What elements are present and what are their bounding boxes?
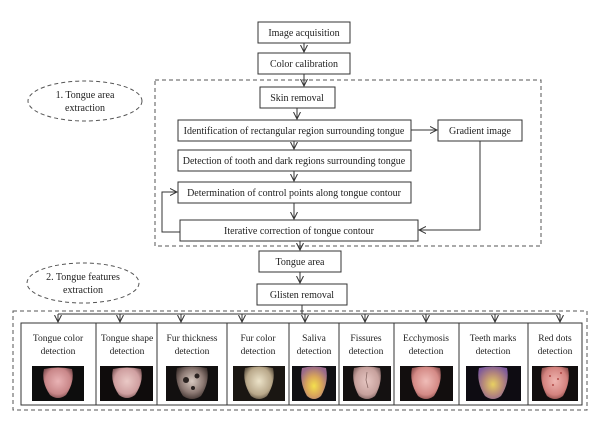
svg-text:Fissures: Fissures bbox=[350, 334, 381, 344]
svg-text:detection: detection bbox=[41, 347, 76, 357]
svg-text:Determination of control point: Determination of control points along to… bbox=[187, 188, 402, 199]
stage2-line2: extraction bbox=[63, 285, 103, 296]
svg-text:Skin removal: Skin removal bbox=[270, 93, 324, 104]
svg-text:Identification of rectangular: Identification of rectangular region sur… bbox=[184, 126, 405, 137]
svg-text:Tongue shape: Tongue shape bbox=[101, 334, 153, 344]
feature-saliva: Saliva detection bbox=[288, 322, 340, 406]
svg-text:Tongue color: Tongue color bbox=[33, 334, 84, 344]
svg-text:detection: detection bbox=[297, 347, 332, 357]
tongue-photo-saliva-icon bbox=[292, 366, 336, 401]
image-acquisition-box: Image acquisition bbox=[257, 21, 351, 44]
tongue-photo-thick-fur-icon bbox=[166, 366, 218, 401]
stage2-line1: 2. Tongue features bbox=[46, 272, 120, 283]
feature-tongue-color: Tongue color detection bbox=[20, 322, 97, 406]
svg-text:Fur thickness: Fur thickness bbox=[167, 334, 218, 344]
svg-text:detection: detection bbox=[409, 347, 444, 357]
iterative-correction-box: Iterative correction of tongue contour bbox=[179, 219, 419, 242]
tongue-photo-fur-color-icon bbox=[233, 366, 285, 401]
svg-text:Fur color: Fur color bbox=[240, 334, 276, 344]
control-points-box: Determination of control points along to… bbox=[177, 181, 412, 204]
svg-text:detection: detection bbox=[538, 347, 573, 357]
svg-text:Iterative correction of tongue: Iterative correction of tongue contour bbox=[224, 226, 375, 237]
svg-text:Tongue area: Tongue area bbox=[276, 257, 326, 268]
svg-text:Gradient image: Gradient image bbox=[449, 126, 511, 137]
stage1-label: 1. Tongue area extraction bbox=[27, 80, 143, 122]
stage1-line1: 1. Tongue area bbox=[56, 90, 115, 101]
svg-text:detection: detection bbox=[349, 347, 384, 357]
gradient-image-box: Gradient image bbox=[437, 119, 523, 142]
tongue-photo-teeth-marks-icon bbox=[466, 366, 521, 401]
svg-text:detection: detection bbox=[110, 347, 145, 357]
connectors bbox=[58, 43, 560, 322]
stage1-line2: extraction bbox=[65, 103, 105, 114]
svg-text:detection: detection bbox=[476, 347, 511, 357]
svg-text:detection: detection bbox=[241, 347, 276, 357]
feature-tongue-shape: Tongue shape detection bbox=[95, 322, 158, 406]
tongue-photo-red-dots-icon bbox=[532, 366, 578, 401]
feature-fur-color: Fur color detection bbox=[226, 322, 290, 406]
feature-fur-thickness: Fur thickness detection bbox=[156, 322, 228, 406]
svg-text:Teeth marks: Teeth marks bbox=[470, 334, 517, 344]
glisten-removal-box: Glisten removal bbox=[256, 283, 348, 306]
tongue-photo-pale-icon bbox=[100, 366, 153, 401]
svg-text:Saliva: Saliva bbox=[302, 334, 327, 344]
tongue-features-extraction-region bbox=[12, 310, 588, 411]
svg-text:Image acquisition: Image acquisition bbox=[268, 28, 339, 39]
color-calibration-box: Color calibration bbox=[257, 52, 351, 75]
skin-removal-box: Skin removal bbox=[259, 86, 336, 109]
svg-text:Color calibration: Color calibration bbox=[270, 59, 338, 70]
feature-red-dots: Red dots detection bbox=[527, 322, 583, 406]
tongue-photo-fissures-icon bbox=[343, 366, 391, 401]
svg-text:Ecchymosis: Ecchymosis bbox=[403, 334, 449, 344]
feature-fissures: Fissures detection bbox=[338, 322, 395, 406]
svg-text:Detection of tooth and dark re: Detection of tooth and dark regions surr… bbox=[183, 156, 406, 167]
tongue-photo-ecchymosis-icon bbox=[400, 366, 453, 401]
svg-text:Red dots: Red dots bbox=[538, 334, 572, 344]
svg-text:detection: detection bbox=[175, 347, 210, 357]
stage2-label: 2. Tongue features extraction bbox=[26, 262, 140, 304]
feature-ecchymosis: Ecchymosis detection bbox=[393, 322, 460, 406]
tongue-area-box: Tongue area bbox=[258, 250, 342, 273]
identification-box: Identification of rectangular region sur… bbox=[177, 119, 412, 142]
feature-teeth-marks: Teeth marks detection bbox=[458, 322, 529, 406]
tongue-area-extraction-region bbox=[154, 79, 542, 247]
detection-tooth-box: Detection of tooth and dark regions surr… bbox=[177, 149, 412, 172]
tongue-photo-pink-icon bbox=[32, 366, 84, 401]
svg-text:Glisten removal: Glisten removal bbox=[270, 290, 334, 301]
